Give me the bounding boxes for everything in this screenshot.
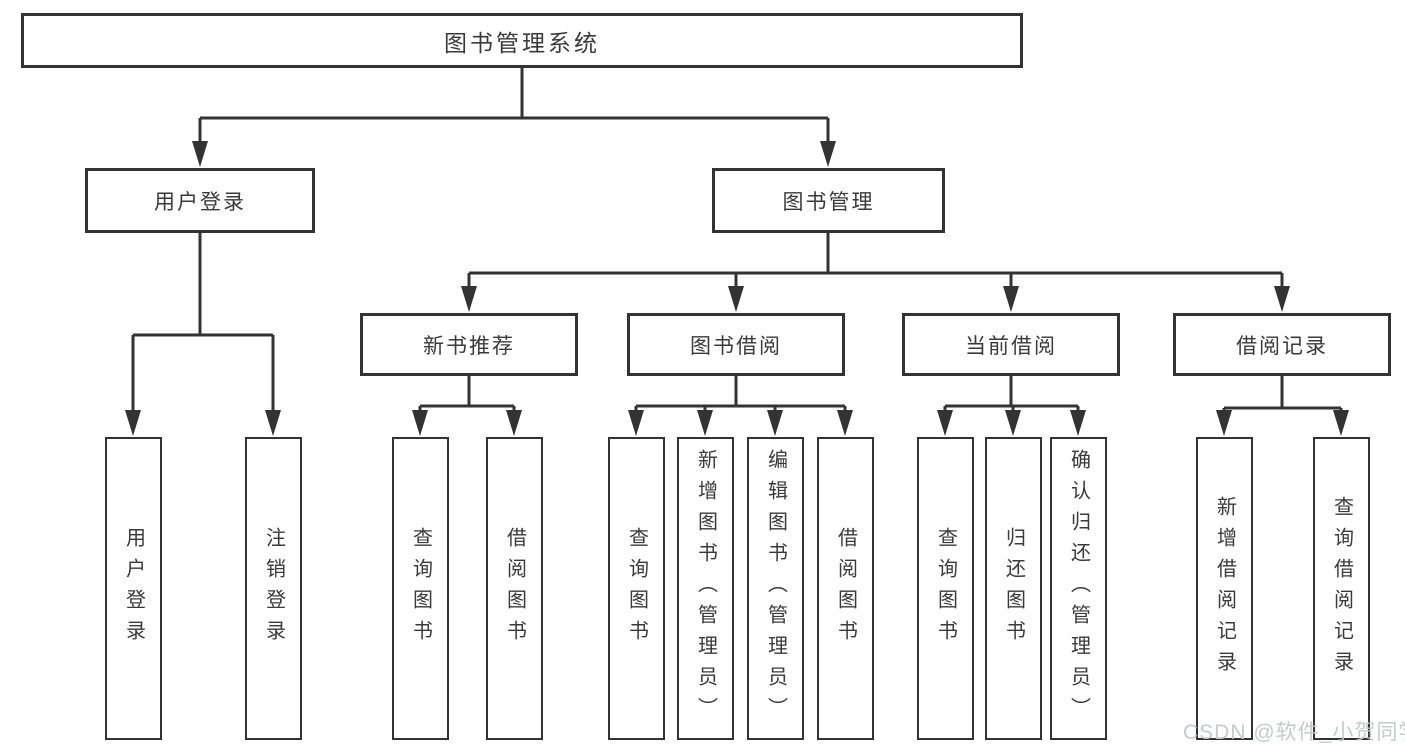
node-label: 借阅记录 <box>1236 334 1328 358</box>
node-label: 确认归还（管理员） <box>1067 449 1090 728</box>
arrow-down-icon <box>728 286 744 312</box>
arrow-down-icon <box>1005 410 1021 436</box>
node-label: 编辑图书（管理员） <box>764 449 787 728</box>
node-label: 新增借阅记录 <box>1213 495 1236 682</box>
connector-records-children <box>1222 376 1343 412</box>
connector-bookmgmt-to-level3 <box>467 233 1284 288</box>
node-current-borrowing: 当前借阅 <box>902 313 1120 376</box>
node-label: 查询图书 <box>409 526 432 651</box>
node-label: 当前借阅 <box>965 334 1057 358</box>
arrow-down-icon <box>937 410 953 436</box>
node-leaf-return-books: 归还图书 <box>985 437 1042 740</box>
arrow-down-icon <box>628 410 644 436</box>
arrow-down-icon <box>697 410 713 436</box>
arrow-down-icon <box>1274 286 1290 312</box>
arrow-down-icon <box>265 410 281 436</box>
node-borrowing-records: 借阅记录 <box>1173 313 1391 376</box>
node-label: 借阅图书 <box>503 526 526 651</box>
connector-userlogin-children <box>131 233 275 412</box>
arrow-down-icon <box>1003 286 1019 312</box>
node-label: 查询图书 <box>934 526 957 651</box>
node-leaf-borrow-books: 借阅图书 <box>817 437 874 740</box>
node-label: 新增图书（管理员） <box>694 449 717 728</box>
node-label: 图书管理 <box>782 190 875 214</box>
node-leaf-borrow-books-recommend: 借阅图书 <box>486 437 543 740</box>
node-leaf-confirm-return-admin: 确认归还（管理员） <box>1050 437 1107 740</box>
node-user-login: 用户登录 <box>85 168 315 233</box>
node-label: 新书推荐 <box>423 334 515 358</box>
node-book-borrowing: 图书借阅 <box>627 313 845 376</box>
connector-current-children <box>943 376 1080 412</box>
csdn-watermark: CSDN @软件_小贺同学 <box>1183 721 1405 744</box>
node-label: 用户登录 <box>154 190 246 214</box>
arrow-down-icon <box>125 410 141 436</box>
arrow-down-icon <box>412 410 428 436</box>
node-label: 归还图书 <box>1002 526 1025 651</box>
node-leaf-query-books-borrowing: 查询图书 <box>608 437 665 740</box>
arrow-down-icon <box>1216 410 1232 436</box>
node-label: 图书管理系统 <box>444 29 600 56</box>
node-leaf-logout-login: 注销登录 <box>245 437 302 740</box>
node-label: 查询图书 <box>625 526 648 651</box>
node-leaf-edit-books-admin: 编辑图书（管理员） <box>747 437 804 740</box>
node-library-management-system: 图书管理系统 <box>21 13 1023 68</box>
node-leaf-add-books-admin: 新增图书（管理员） <box>677 437 734 740</box>
connector-newbook-children <box>418 376 516 412</box>
node-label: 借阅图书 <box>834 526 857 651</box>
node-leaf-add-borrow-record: 新增借阅记录 <box>1196 437 1253 740</box>
node-label: 用户登录 <box>122 526 145 651</box>
arrowheads <box>125 141 1349 436</box>
node-book-management: 图书管理 <box>712 168 945 233</box>
node-leaf-query-books-current: 查询图书 <box>917 437 974 740</box>
node-new-book-recommendation: 新书推荐 <box>360 313 578 376</box>
node-label: 图书借阅 <box>690 334 782 358</box>
arrow-down-icon <box>506 410 522 436</box>
connector-borrowing-children <box>634 376 847 412</box>
connector-root-to-level2 <box>198 68 830 142</box>
arrow-down-icon <box>837 410 853 436</box>
arrow-down-icon <box>1070 410 1086 436</box>
arrow-down-icon <box>767 410 783 436</box>
node-leaf-query-books-recommend: 查询图书 <box>392 437 449 740</box>
arrow-down-icon <box>1333 410 1349 436</box>
arrow-down-icon <box>820 141 836 167</box>
node-label: 注销登录 <box>262 526 285 651</box>
arrow-down-icon <box>192 141 208 167</box>
arrow-down-icon <box>461 286 477 312</box>
node-label: 查询借阅记录 <box>1330 495 1353 682</box>
node-leaf-user-login: 用户登录 <box>105 437 162 740</box>
node-leaf-query-borrow-record: 查询借阅记录 <box>1313 437 1370 740</box>
